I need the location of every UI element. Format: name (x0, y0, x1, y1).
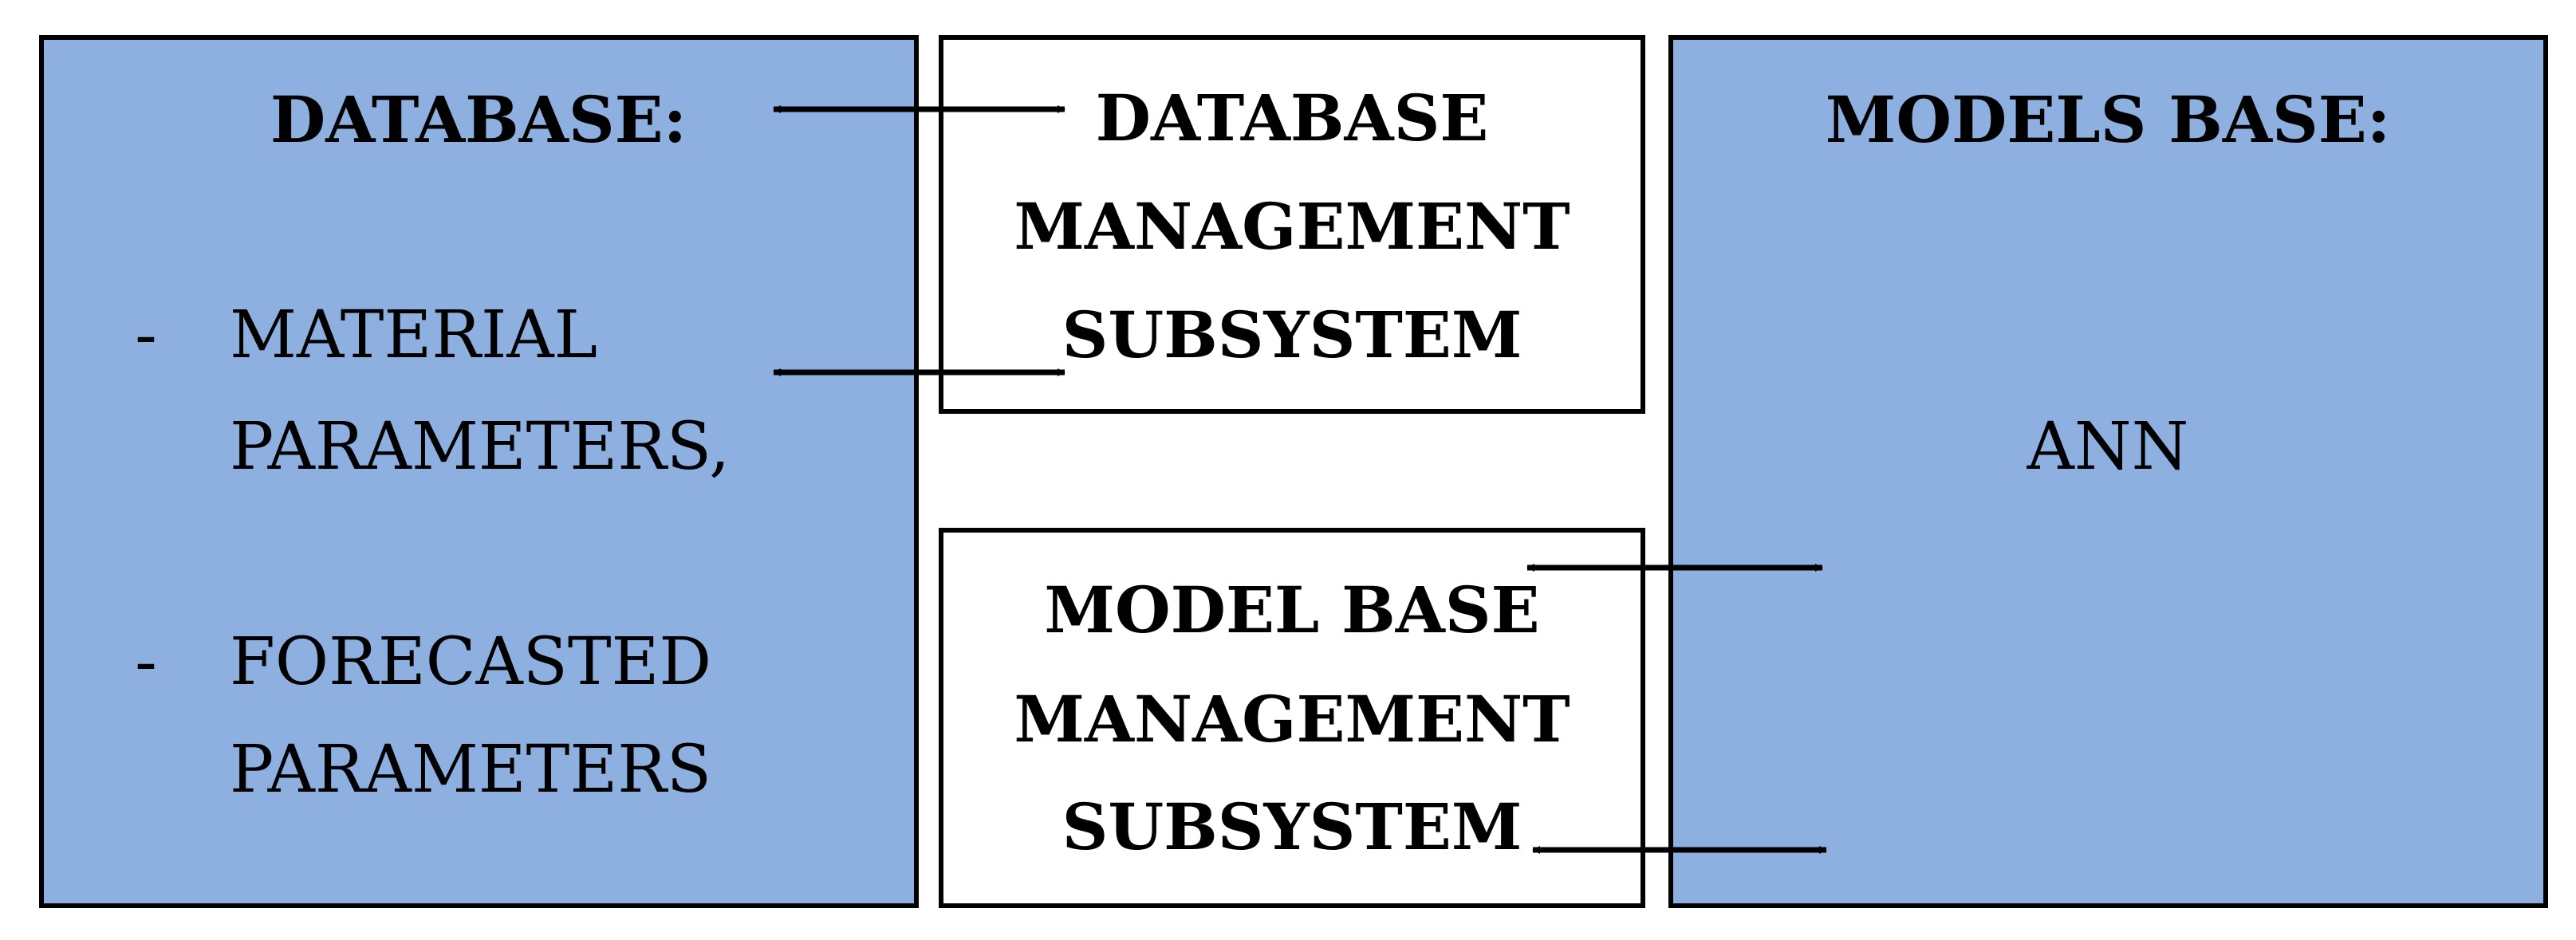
dbms-box-rect (939, 35, 1645, 414)
dbms-line-1: DATABASE (1096, 81, 1489, 155)
models-base-box-rect (1668, 35, 2548, 908)
database-item-1-line2: PARAMETERS, (230, 409, 730, 485)
mbms-line-3: SUBSYSTEM (1062, 789, 1522, 864)
dbms-line-2: MANAGEMENT (1014, 189, 1570, 264)
database-item-2-bullet: - (135, 624, 157, 700)
mbms-line-1: MODEL BASE (1044, 572, 1539, 647)
database-item-2-line1: FORECASTED (230, 624, 711, 700)
database-item-2-line2: PARAMETERS (230, 732, 711, 808)
models-base-box: MODELS BASE: ANN (1668, 35, 2548, 908)
mbms-box: MODEL BASE MANAGEMENT SUBSYSTEM (939, 528, 1645, 908)
mbms-box-rect (939, 528, 1645, 908)
database-box: DATABASE: - MATERIAL PARAMETERS, - FOREC… (39, 35, 919, 908)
dbms-line-3: SUBSYSTEM (1062, 297, 1522, 372)
database-title: DATABASE: (270, 82, 687, 157)
database-item-1-line1: MATERIAL (230, 297, 597, 373)
models-base-title: MODELS BASE: (1826, 82, 2390, 157)
database-box-rect (39, 35, 919, 908)
database-item-1-bullet: - (135, 297, 157, 373)
models-base-item-ann: ANN (2027, 409, 2189, 485)
dbms-box: DATABASE MANAGEMENT SUBSYSTEM (939, 35, 1645, 414)
mbms-line-2: MANAGEMENT (1014, 682, 1570, 757)
